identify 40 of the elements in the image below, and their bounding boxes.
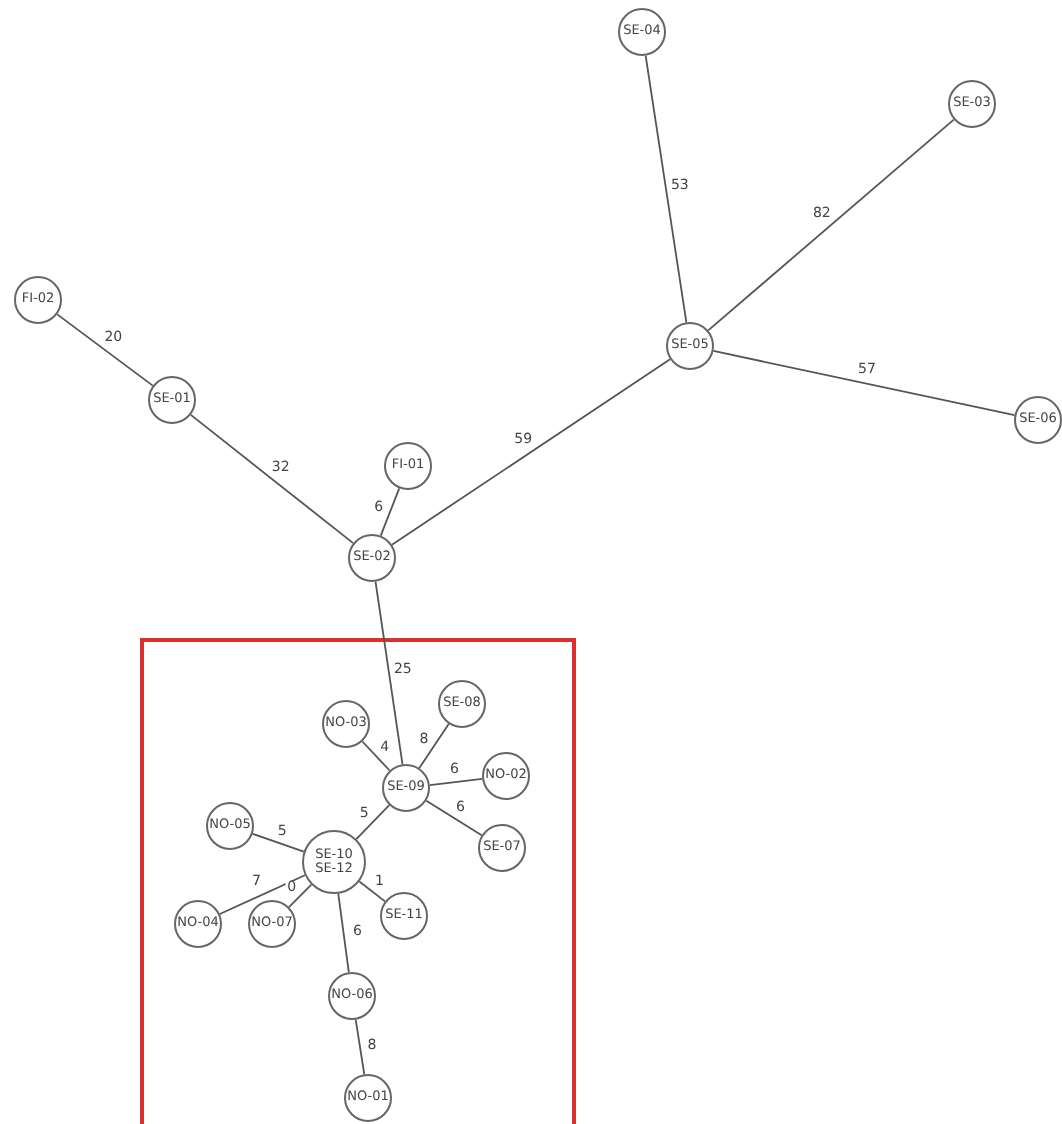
connector-line [288, 883, 313, 908]
connector-line [354, 1018, 366, 1076]
connector-line [379, 487, 401, 537]
node-circle [618, 8, 666, 56]
connector-line [428, 777, 484, 787]
highlight-frame [140, 638, 576, 1124]
node-circle [206, 802, 254, 850]
node-circle [478, 824, 526, 872]
node-circle [328, 972, 376, 1020]
node-circle [14, 276, 62, 324]
connector-line [337, 892, 350, 974]
connector-line [644, 54, 688, 324]
connector-line [425, 799, 483, 837]
connector-line [56, 313, 154, 387]
connector-line [189, 414, 355, 544]
connector-line [707, 118, 955, 332]
node-circle [302, 830, 366, 894]
node-circle [948, 80, 996, 128]
node-circle [174, 900, 222, 948]
connector-line [418, 723, 450, 769]
connector-line [361, 740, 391, 772]
node-circle [384, 442, 432, 490]
node-circle [1014, 396, 1062, 444]
node-circle [322, 700, 370, 748]
node-circle [148, 376, 196, 424]
connector-line [358, 880, 386, 903]
node-circle [666, 322, 714, 370]
connector-line [374, 580, 404, 766]
node-circle [380, 892, 428, 940]
node-circle [438, 680, 486, 728]
node-circle [348, 534, 396, 582]
node-circle [482, 752, 530, 800]
connector-line [391, 358, 671, 546]
node-circle [344, 1074, 392, 1122]
connector-line [251, 832, 305, 853]
connector-line [712, 350, 1016, 416]
node-circle [382, 764, 430, 812]
connector-line [355, 804, 391, 840]
connector-line [218, 874, 306, 915]
node-circle [248, 900, 296, 948]
